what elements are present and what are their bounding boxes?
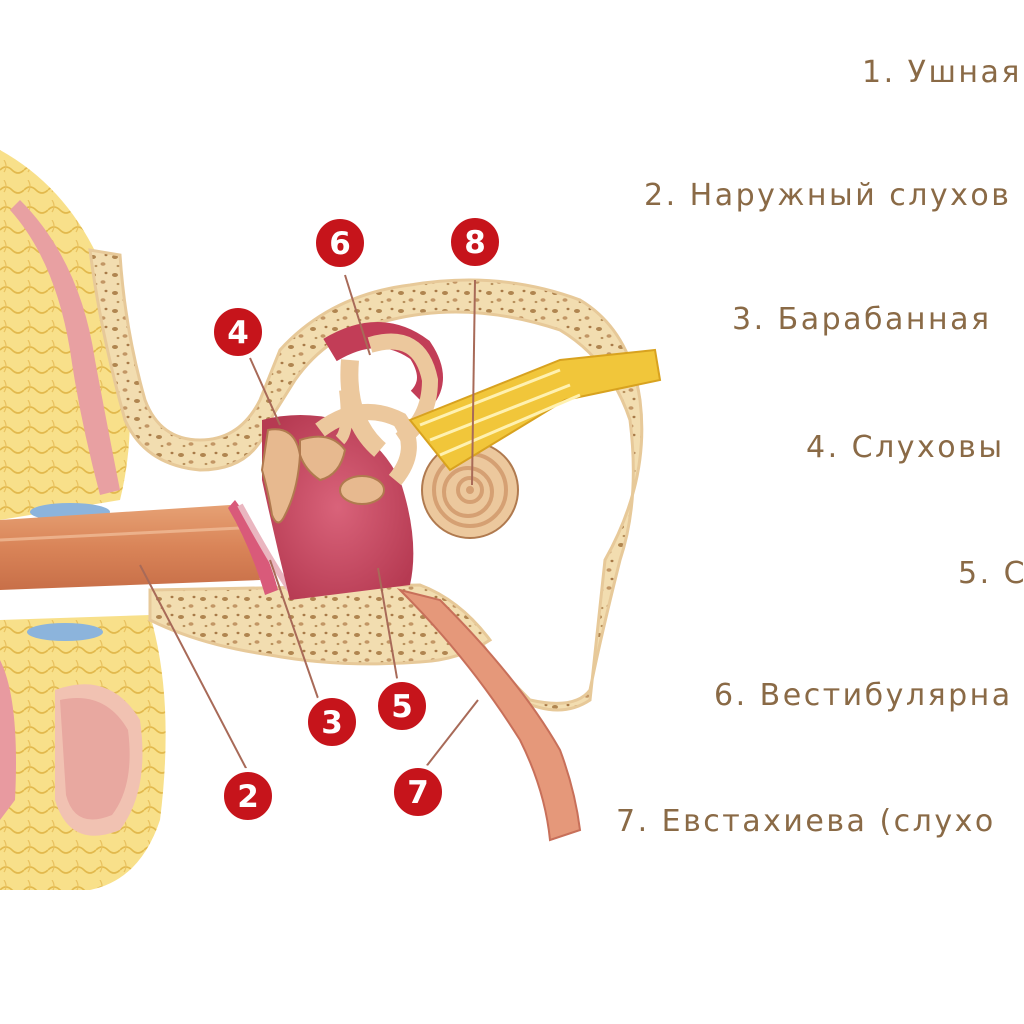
marker-4: 4 — [210, 304, 266, 360]
marker-number: 7 — [407, 775, 429, 811]
vestibular-apparatus — [315, 322, 443, 486]
legend-item-3: 3. Барабанная — [732, 302, 992, 337]
outer-tissue — [0, 150, 166, 890]
legend-item-7: 7. Евстахиева (слухо — [616, 804, 996, 839]
marker-7: 7 — [390, 764, 446, 820]
legend-item-5: 5. С — [958, 556, 1024, 591]
marker-number: 6 — [329, 226, 351, 262]
marker-number: 2 — [237, 779, 259, 815]
legend-item-4: 4. Слуховы — [806, 430, 1005, 465]
marker-number: 5 — [391, 689, 413, 725]
marker-5: 5 — [374, 678, 430, 734]
leader-lines — [139, 274, 479, 773]
marker-number: 8 — [464, 225, 486, 261]
legend-item-6: 6. Вестибулярна — [714, 678, 1013, 713]
eustachian-tube — [396, 588, 582, 842]
tympanic-membrane — [228, 500, 278, 595]
ear-canal — [0, 505, 260, 590]
marker-2: 2 — [220, 768, 276, 824]
marker-number: 3 — [321, 705, 343, 741]
marker-6: 6 — [312, 215, 368, 271]
legend-item-2: 2. Наружный слухов — [644, 178, 1012, 213]
ossicles — [260, 428, 385, 524]
marker-number: 4 — [227, 315, 249, 351]
legend-item-1: 1. Ушная — [862, 55, 1022, 90]
marker-8: 8 — [447, 214, 503, 270]
marker-3: 3 — [304, 694, 360, 750]
